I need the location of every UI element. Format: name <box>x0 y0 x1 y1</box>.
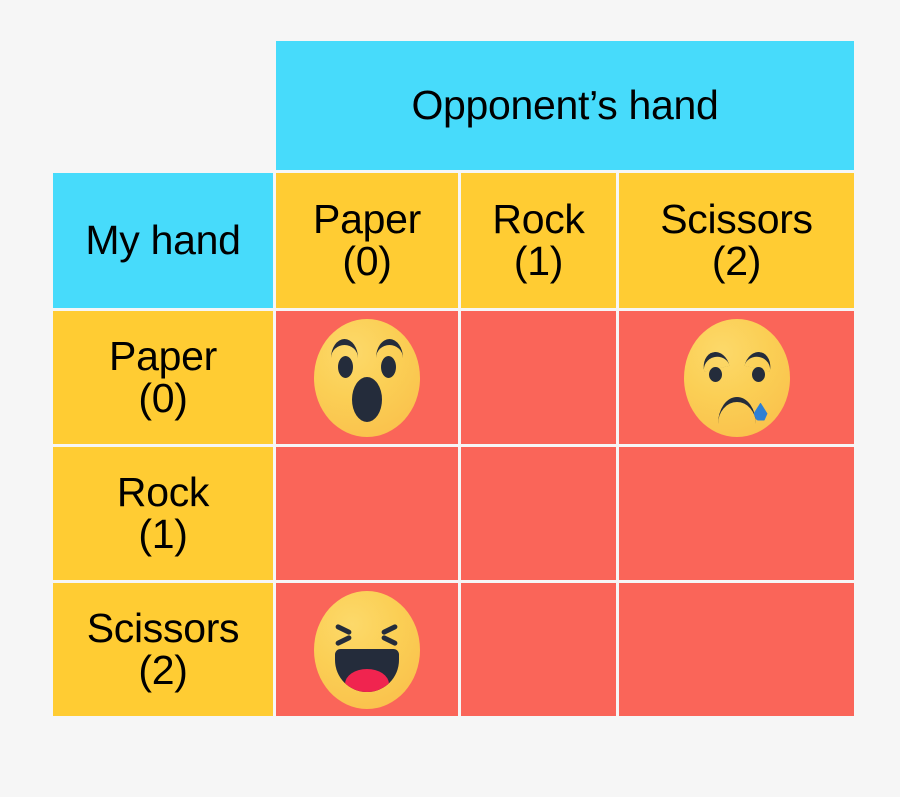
row-header-paper-index: (0) <box>138 374 188 421</box>
haha-face-icon <box>276 583 458 716</box>
opponent-hand-axis-title: Opponent’s hand <box>276 41 854 170</box>
row-header-scissors-index: (2) <box>138 646 188 693</box>
axis-title-row: Opponent’s hand <box>53 41 854 170</box>
matrix-cell-paper-rock <box>461 311 616 444</box>
matrix-cell-paper-scissors <box>619 311 854 444</box>
matrix-cell-scissors-scissors <box>619 583 854 716</box>
column-header-scissors-name: Scissors <box>660 195 813 242</box>
row-header-scissors: Scissors (2) <box>53 583 273 716</box>
row-header-rock: Rock (1) <box>53 447 273 580</box>
row-header-rock-name: Rock <box>116 468 210 515</box>
column-header-scissors-index: (2) <box>711 237 762 284</box>
column-header-rock: Rock (1) <box>461 173 616 308</box>
column-header-paper-name: Paper <box>313 195 421 242</box>
corner-spacer <box>53 41 273 170</box>
column-header-rock-index: (1) <box>513 237 564 284</box>
column-header-rock-name: Rock <box>492 195 585 242</box>
row-header-rock-index: (1) <box>138 510 188 557</box>
column-header-scissors: Scissors (2) <box>619 173 854 308</box>
column-header-row: My hand Paper (0) Rock (1) Scissors (2) <box>53 173 854 308</box>
matrix-cell-rock-scissors <box>619 447 854 580</box>
matrix-table: Opponent’s hand My hand Paper (0) Rock (… <box>50 38 857 719</box>
row-header-scissors-name: Scissors <box>86 604 240 651</box>
matrix-row-scissors: Scissors (2) <box>53 583 854 716</box>
matrix-row-paper: Paper (0) <box>53 311 854 444</box>
matrix-cell-rock-rock <box>461 447 616 580</box>
my-hand-axis-title: My hand <box>53 173 273 308</box>
column-header-paper-index: (0) <box>342 237 392 284</box>
matrix-cell-scissors-rock <box>461 583 616 716</box>
wow-face-icon <box>276 311 458 444</box>
matrix-cell-scissors-paper <box>276 583 458 716</box>
payoff-matrix: Opponent’s hand My hand Paper (0) Rock (… <box>53 41 854 716</box>
matrix-row-rock: Rock (1) <box>53 447 854 580</box>
row-header-paper: Paper (0) <box>53 311 273 444</box>
row-header-paper-name: Paper <box>109 332 217 379</box>
column-header-paper: Paper (0) <box>276 173 458 308</box>
sad-face-icon <box>619 311 854 444</box>
matrix-cell-paper-paper <box>276 311 458 444</box>
matrix-cell-rock-paper <box>276 447 458 580</box>
